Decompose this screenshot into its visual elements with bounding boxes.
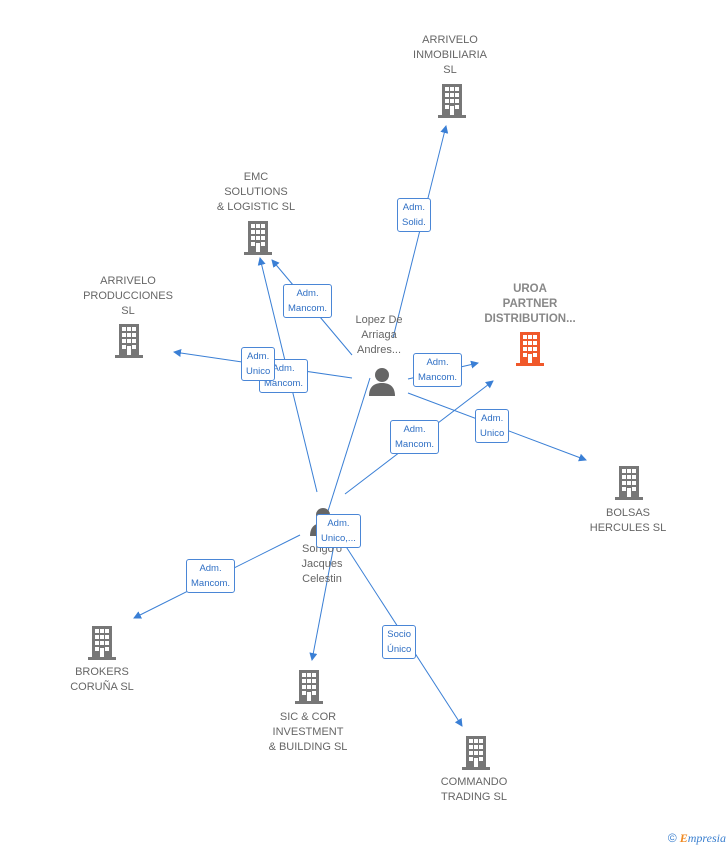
building-icon [615,466,643,500]
person-icon[interactable] [367,366,397,396]
company-uroa-partner-distribution[interactable]: UROA PARTNER DISTRIBUTION... [468,282,592,327]
company-brokers-coruna[interactable]: BROKERS CORUÑA SL [50,665,154,695]
building-icon [295,670,323,704]
company-label: SIC & COR INVESTMENT & BUILDING SL [268,711,348,753]
copyright-icon: © [667,831,677,845]
company-label: UROA PARTNER DISTRIBUTION... [484,283,576,325]
edge-songo-sic [309,544,335,661]
edge-lopez-arrivelo-inmobiliaria [392,125,449,339]
company-label: BROKERS CORUÑA SL [70,666,134,693]
empresia-logo[interactable]: ©Empresia [667,831,726,845]
building-icon [115,324,143,358]
company-arrivelo-inmobiliaria[interactable]: ARRIVELO INMOBILIARIA SL [395,33,505,78]
building-icon [516,332,544,366]
edge-label-socio-unico[interactable]: Socio Único [382,625,417,659]
person-label-lopez: Lopez De Arriaga Andres... [355,314,403,356]
company-label: EMC SOLUTIONS & LOGISTIC SL [216,171,296,213]
building-icon [88,626,116,660]
company-arrivelo-producciones[interactable]: ARRIVELO PRODUCCIONES SL [70,274,186,319]
building-icon [244,221,272,255]
company-commando-trading[interactable]: COMMANDO TRADING SL [420,775,528,805]
edge-label-adm-mancom[interactable]: Adm. Mancom. [186,559,236,593]
building-icon [462,736,490,770]
company-label: ARRIVELO INMOBILIARIA SL [413,34,487,76]
company-label: BOLSAS HERCULES SL [589,507,667,534]
company-label: COMMANDO TRADING SL [440,776,508,803]
edge-label-adm-mancom[interactable]: Adm. Mancom. [390,420,440,454]
building-icon [438,84,466,118]
company-sic-cor-investment[interactable]: SIC & COR INVESTMENT & BUILDING SL [250,710,366,755]
company-bolsas-hercules[interactable]: BOLSAS HERCULES SL [572,506,684,536]
edge-label-adm-mancom[interactable]: Adm. Mancom. [413,353,463,387]
company-emc-solutions[interactable]: EMC SOLUTIONS & LOGISTIC SL [200,170,312,215]
edge-songo-lopez [321,377,371,531]
person-label-songo: Songo'o Jacques Celestin [301,543,343,585]
edge-label-adm-solid[interactable]: Adm. Solid. [397,198,431,232]
company-label: ARRIVELO PRODUCCIONES SL [83,275,173,317]
edge-label-adm-unico[interactable]: Adm. Unico [475,409,510,443]
edge-label-adm-unico[interactable]: Adm. Unico [241,347,276,381]
edge-label-adm-unico-more[interactable]: Adm. Unico,... [316,514,361,548]
edge-label-adm-mancom[interactable]: Adm. Mancom. [283,284,333,318]
